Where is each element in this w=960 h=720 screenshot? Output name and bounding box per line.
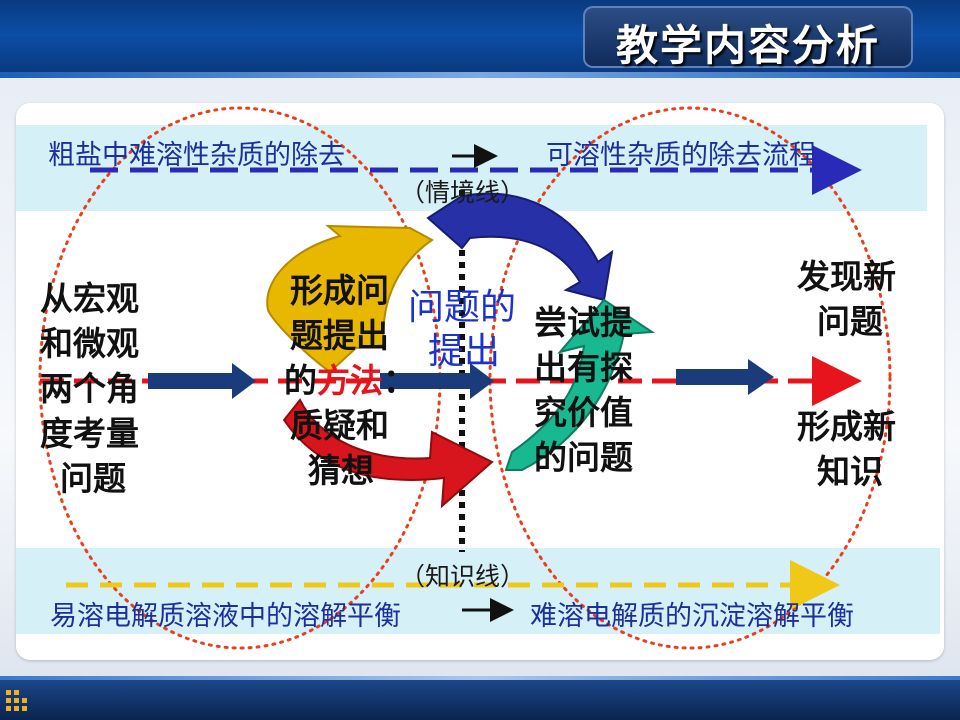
left-cycle-line: 题提出 (290, 316, 389, 355)
left-cycle-line: 质疑和 (290, 406, 389, 445)
situation-to-text: 可溶性杂质的除去流程 (546, 140, 816, 171)
left-text-line: 两个角 (40, 369, 139, 408)
method-highlight: 方法 (317, 361, 383, 400)
right-cycle-line: 出有探 (534, 348, 633, 387)
cycle-arrow-green (504, 298, 655, 471)
left-cycle-line-3: 的方法： (284, 358, 416, 403)
right-dotted-ellipse (488, 106, 892, 650)
center-text-line: 提出 (428, 331, 501, 372)
cycle-arrow-yellow (266, 224, 434, 374)
right-cycle-line: 的问题 (534, 438, 633, 477)
right-bottom-line: 形成新 (797, 407, 896, 446)
right-cycle-line: 尝试提 (534, 303, 633, 342)
left-cycle-suffix: ： (383, 361, 416, 400)
left-perspective-text: 从宏观 和微观 两个角 度考量 问题 (40, 276, 139, 501)
page-title: 教学内容分析 (615, 21, 880, 70)
situation-from-text: 粗盐中难溶性杂质的除去 (48, 140, 345, 171)
left-text-line: 问题 (60, 459, 126, 498)
right-bottom-line: 知识 (817, 452, 883, 491)
left-cycle-prefix: 的 (284, 361, 317, 400)
knowledge-to-text: 难溶电解质的沉淀溶解平衡 (530, 601, 854, 632)
right-top-line: 发现新 (797, 257, 896, 296)
navy-arrow-right (676, 359, 774, 395)
left-cycle-line: 形成问 (290, 271, 389, 310)
left-text-line: 从宏观 (40, 279, 139, 318)
right-top-line: 问题 (817, 302, 883, 341)
navy-arrow-left (148, 363, 256, 399)
footer-bar (0, 676, 960, 720)
knowledge-from-text: 易溶电解质溶液中的溶解平衡 (50, 601, 401, 632)
logo-icon (6, 690, 28, 712)
left-text-line: 度考量 (40, 414, 139, 453)
form-new-knowledge-text: 形成新 知识 (797, 404, 896, 494)
center-question-text: 问题的 提出 (408, 286, 516, 374)
discover-new-problem-text: 发现新 问题 (797, 254, 896, 344)
knowledge-band (16, 548, 940, 634)
right-cycle-text: 尝试提 出有探 究价值 的问题 (534, 300, 633, 480)
navy-arrow-middle (380, 363, 494, 399)
left-text-line: 和微观 (40, 324, 139, 363)
situation-line-label: （情境线） (400, 178, 526, 207)
left-cycle-line: 猜想 (308, 451, 374, 490)
right-cycle-line: 究价值 (534, 393, 633, 432)
left-cycle-text: 形成问 题提出 的方法： 质疑和 猜想 (284, 268, 416, 493)
knowledge-line-label: （知识线） (400, 562, 526, 591)
center-text-line: 问题的 (408, 287, 517, 328)
cycle-arrow-red (282, 398, 494, 509)
cycle-arrow-blue (426, 192, 614, 302)
title-box: 教学内容分析 (583, 6, 913, 70)
